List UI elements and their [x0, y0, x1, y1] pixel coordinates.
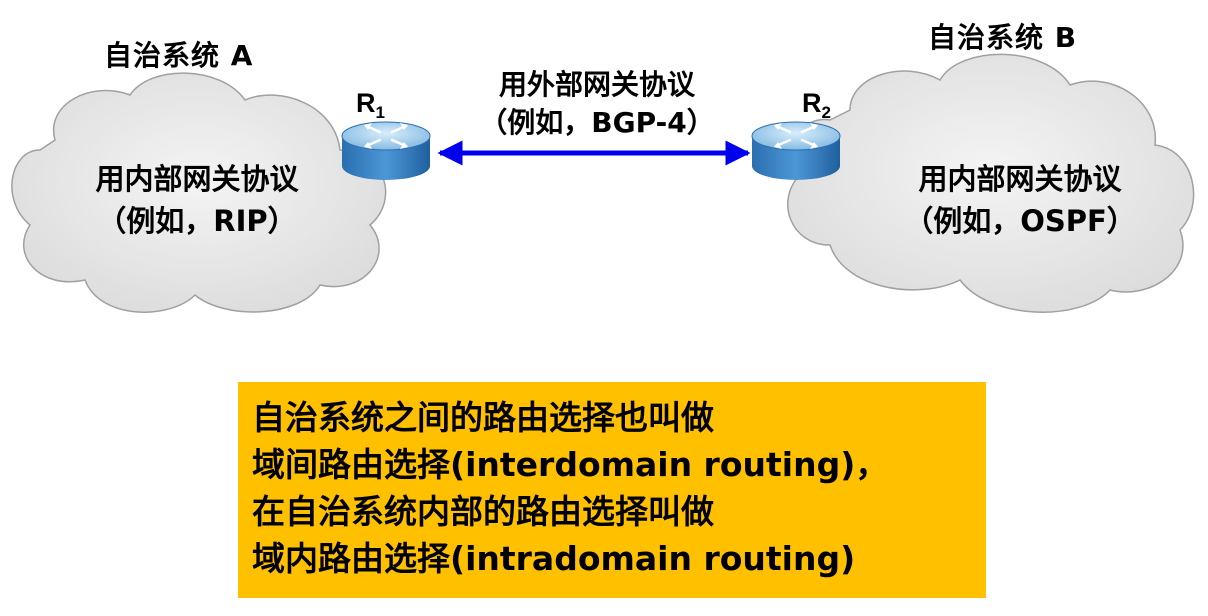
- cloud-shape-system-b: [787, 53, 1195, 313]
- router-2-letter: R: [802, 88, 822, 118]
- system-a-protocol-line2: （例如，RIP）: [97, 204, 297, 238]
- note-line-4: 域内路由选择(intradomain routing): [252, 539, 856, 578]
- system-b-title: 自治系统 B: [928, 21, 1078, 54]
- router-icon: [751, 121, 841, 180]
- router-1-letter: R: [356, 88, 376, 118]
- system-a-protocol: 用内部网关协议 （例如，RIP）: [62, 158, 332, 242]
- link-protocol-line2: （例如，BGP-4）: [479, 106, 715, 139]
- system-b-protocol-line1: 用内部网关协议: [918, 162, 1122, 196]
- note-box: 自治系统之间的路由选择也叫做 域间路由选择(interdomain routin…: [238, 382, 986, 598]
- system-b-protocol-line2: （例如，OSPF）: [904, 204, 1136, 238]
- router-2-label: R2: [802, 88, 831, 123]
- system-a-protocol-line1: 用内部网关协议: [95, 162, 299, 196]
- router-2-index: 2: [821, 103, 831, 122]
- system-a-title: 自治系统 A: [104, 39, 254, 72]
- link-protocol-line1: 用外部网关协议: [498, 68, 695, 101]
- router-icon: [341, 121, 431, 180]
- router-1-index: 1: [375, 103, 385, 122]
- cloud-shape-system-a: [11, 72, 387, 313]
- system-b-protocol: 用内部网关协议 （例如，OSPF）: [880, 158, 1160, 242]
- router-1-label: R1: [356, 88, 385, 123]
- note-line-2: 域间路由选择(interdomain routing)，: [252, 445, 889, 484]
- link-protocol: 用外部网关协议 （例如，BGP-4）: [452, 66, 742, 142]
- note-line-3: 在自治系统内部的路由选择叫做: [252, 492, 714, 531]
- note-line-1: 自治系统之间的路由选择也叫做: [252, 398, 714, 437]
